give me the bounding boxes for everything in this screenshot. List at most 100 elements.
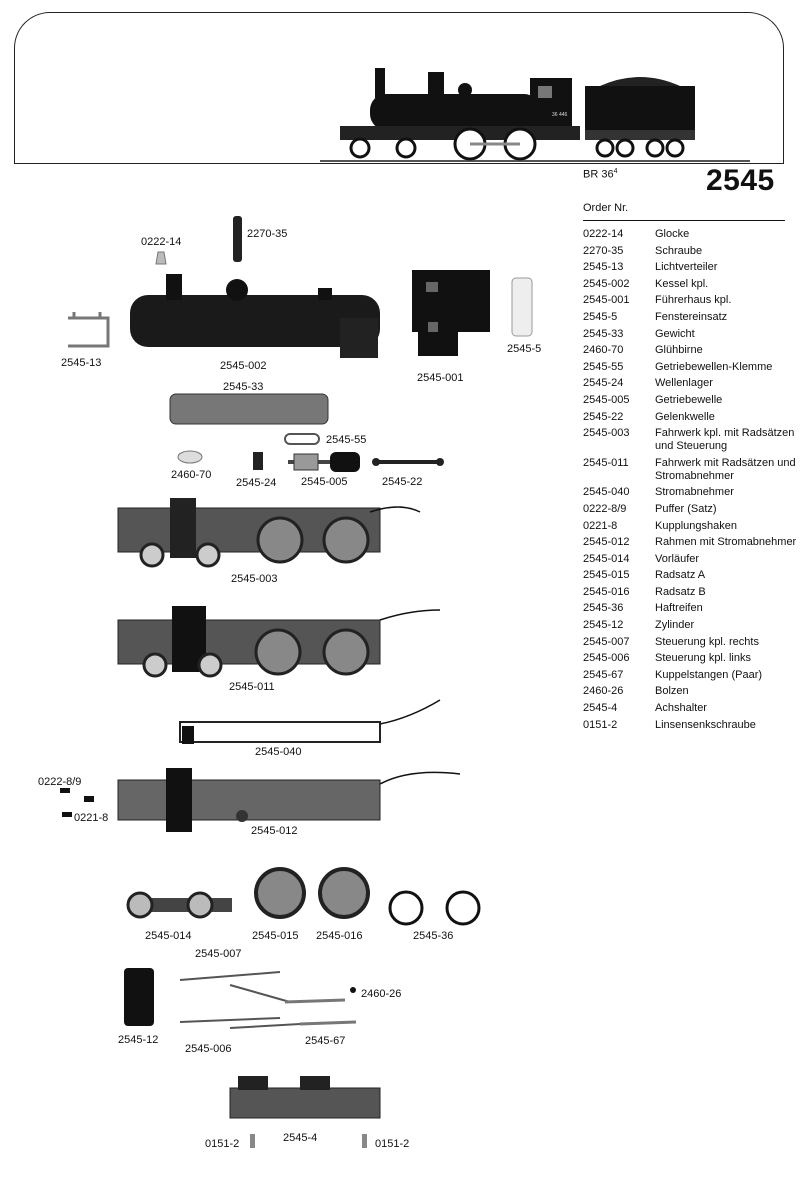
label-2545-4: 2545-4 (283, 1132, 318, 1144)
label-2545-015: 2545-015 (252, 930, 299, 942)
part-description: Zylinder (655, 619, 695, 632)
part-description: Kupplungshaken (655, 519, 737, 532)
part-number: 2545-33 (583, 327, 624, 340)
parts-list-row: 2545-011 Fahrwerk mit Radsätzen und Strom… (583, 457, 798, 483)
valve-gear-right-part (179, 971, 291, 1003)
part-description: Gelenkwelle (655, 410, 715, 423)
label-0151-2-right: 0151-2 (375, 1138, 410, 1150)
locomotive-illustration: 36 446 (320, 68, 750, 162)
parts-list-row: 2545-016 Radsatz B (583, 586, 798, 599)
part-description: Bolzen (655, 685, 689, 698)
part-number: 0222-8/9 (583, 502, 627, 515)
part-number: 2460-26 (583, 685, 624, 698)
parts-list-row: 2545-006 Steuerung kpl. links (583, 652, 798, 665)
part-description: Getriebewellen-Klemme (655, 360, 773, 373)
part-description: Schraube (655, 244, 703, 257)
part-description: Rahmen mit Stromabnehmer (655, 536, 797, 549)
buffers-part (60, 788, 94, 817)
label-2545-040: 2545-040 (255, 746, 302, 758)
parts-list-row: 2545-13 Lichtverteiler (583, 261, 798, 274)
part-number: 2545-016 (583, 585, 630, 598)
label-2545-36: 2545-36 (413, 930, 454, 942)
label-2270-35: 2270-35 (247, 228, 288, 240)
part-number: 2545-011 (583, 456, 629, 469)
part-number: 2545-001 (583, 294, 630, 307)
parts-list-row: 2545-012 Rahmen mit Stromabnehmer (583, 536, 798, 549)
part-description: Radsatz B (655, 585, 706, 598)
part-number: 2545-015 (583, 569, 630, 582)
label-0221-8: 0221-8 (74, 812, 109, 824)
label-2460-70: 2460-70 (171, 469, 212, 481)
part-description: Haftreifen (655, 602, 703, 615)
part-number: 2545-012 (583, 536, 630, 549)
parts-list-row: 2545-015 Radsatz A (583, 569, 798, 582)
model-designation: BR 364 (583, 168, 618, 181)
valve-gear-left-part (179, 1017, 301, 1029)
frame-part (117, 768, 461, 832)
weight-part (169, 393, 329, 425)
part-number: 2545-040 (583, 486, 630, 499)
part-number: 2545-55 (583, 360, 624, 373)
cab-part (412, 270, 490, 356)
axle-holder-part (229, 1076, 381, 1119)
part-number: 2545-5 (583, 310, 618, 323)
part-description: Puffer (Satz) (655, 502, 717, 515)
label-2545-007: 2545-007 (195, 948, 242, 960)
bell-part (155, 251, 167, 265)
part-number: 2545-13 (583, 261, 624, 274)
parts-list-row: 2545-12 Zylinder (583, 619, 798, 632)
label-2545-002: 2545-002 (220, 360, 267, 372)
clamp-part (284, 433, 320, 445)
parts-list-row: 2545-014 Vorläufer (583, 553, 798, 566)
lens-screw-part (250, 1134, 255, 1148)
chassis-pickup-part (117, 606, 441, 678)
label-2545-55: 2545-55 (326, 434, 367, 446)
part-number: 2545-006 (583, 652, 630, 665)
part-description: Radsatz A (655, 569, 706, 582)
wheelset-a-part (254, 867, 306, 919)
part-number: 0221-8 (583, 519, 618, 532)
part-number: 2270-35 (583, 244, 624, 257)
exploded-view-diagram (60, 216, 533, 1148)
part-number: 2545-12 (583, 619, 624, 632)
part-description: Fahrwerk mit Radsätzen und Stromabnehmer (655, 456, 796, 482)
part-number: 2545-014 (583, 552, 630, 565)
part-description: Vorläufer (655, 552, 700, 565)
cylinder-part (124, 968, 154, 1026)
header-frame (14, 12, 784, 164)
bulb-part (177, 450, 203, 464)
part-number: 2545-24 (583, 377, 624, 390)
lens-screw-part (362, 1134, 367, 1148)
part-number: 0151-2 (583, 718, 618, 731)
leading-bogie-part (126, 891, 232, 919)
parts-list-row: 2545-001 Führerhaus kpl. (583, 294, 798, 307)
part-description: Führerhaus kpl. (655, 294, 732, 307)
traction-tyre-part (445, 890, 481, 926)
parts-list-row: 2545-22 Gelenkwelle (583, 411, 798, 424)
catalog-number: 2545 (706, 164, 775, 197)
traction-tyre-part (388, 890, 424, 926)
order-number-heading: Order Nr. (583, 202, 629, 214)
parts-list-row: 2545-040 Stromabnehmer (583, 486, 798, 499)
label-2545-33: 2545-33 (223, 381, 264, 393)
label-2545-24: 2545-24 (236, 477, 277, 489)
order-heading-rule (583, 220, 785, 221)
part-description: Lichtverteiler (655, 261, 718, 274)
part-number: 2545-22 (583, 410, 624, 423)
chassis-complete-part (117, 498, 421, 568)
part-description: Stromabnehmer (655, 486, 734, 499)
part-number: 2545-007 (583, 635, 630, 648)
label-2545-012: 2545-012 (251, 825, 298, 837)
part-description: Steuerung kpl. links (655, 652, 751, 665)
label-2545-003: 2545-003 (231, 573, 278, 585)
screw-part (233, 216, 242, 262)
light-distributor-part (68, 312, 110, 348)
